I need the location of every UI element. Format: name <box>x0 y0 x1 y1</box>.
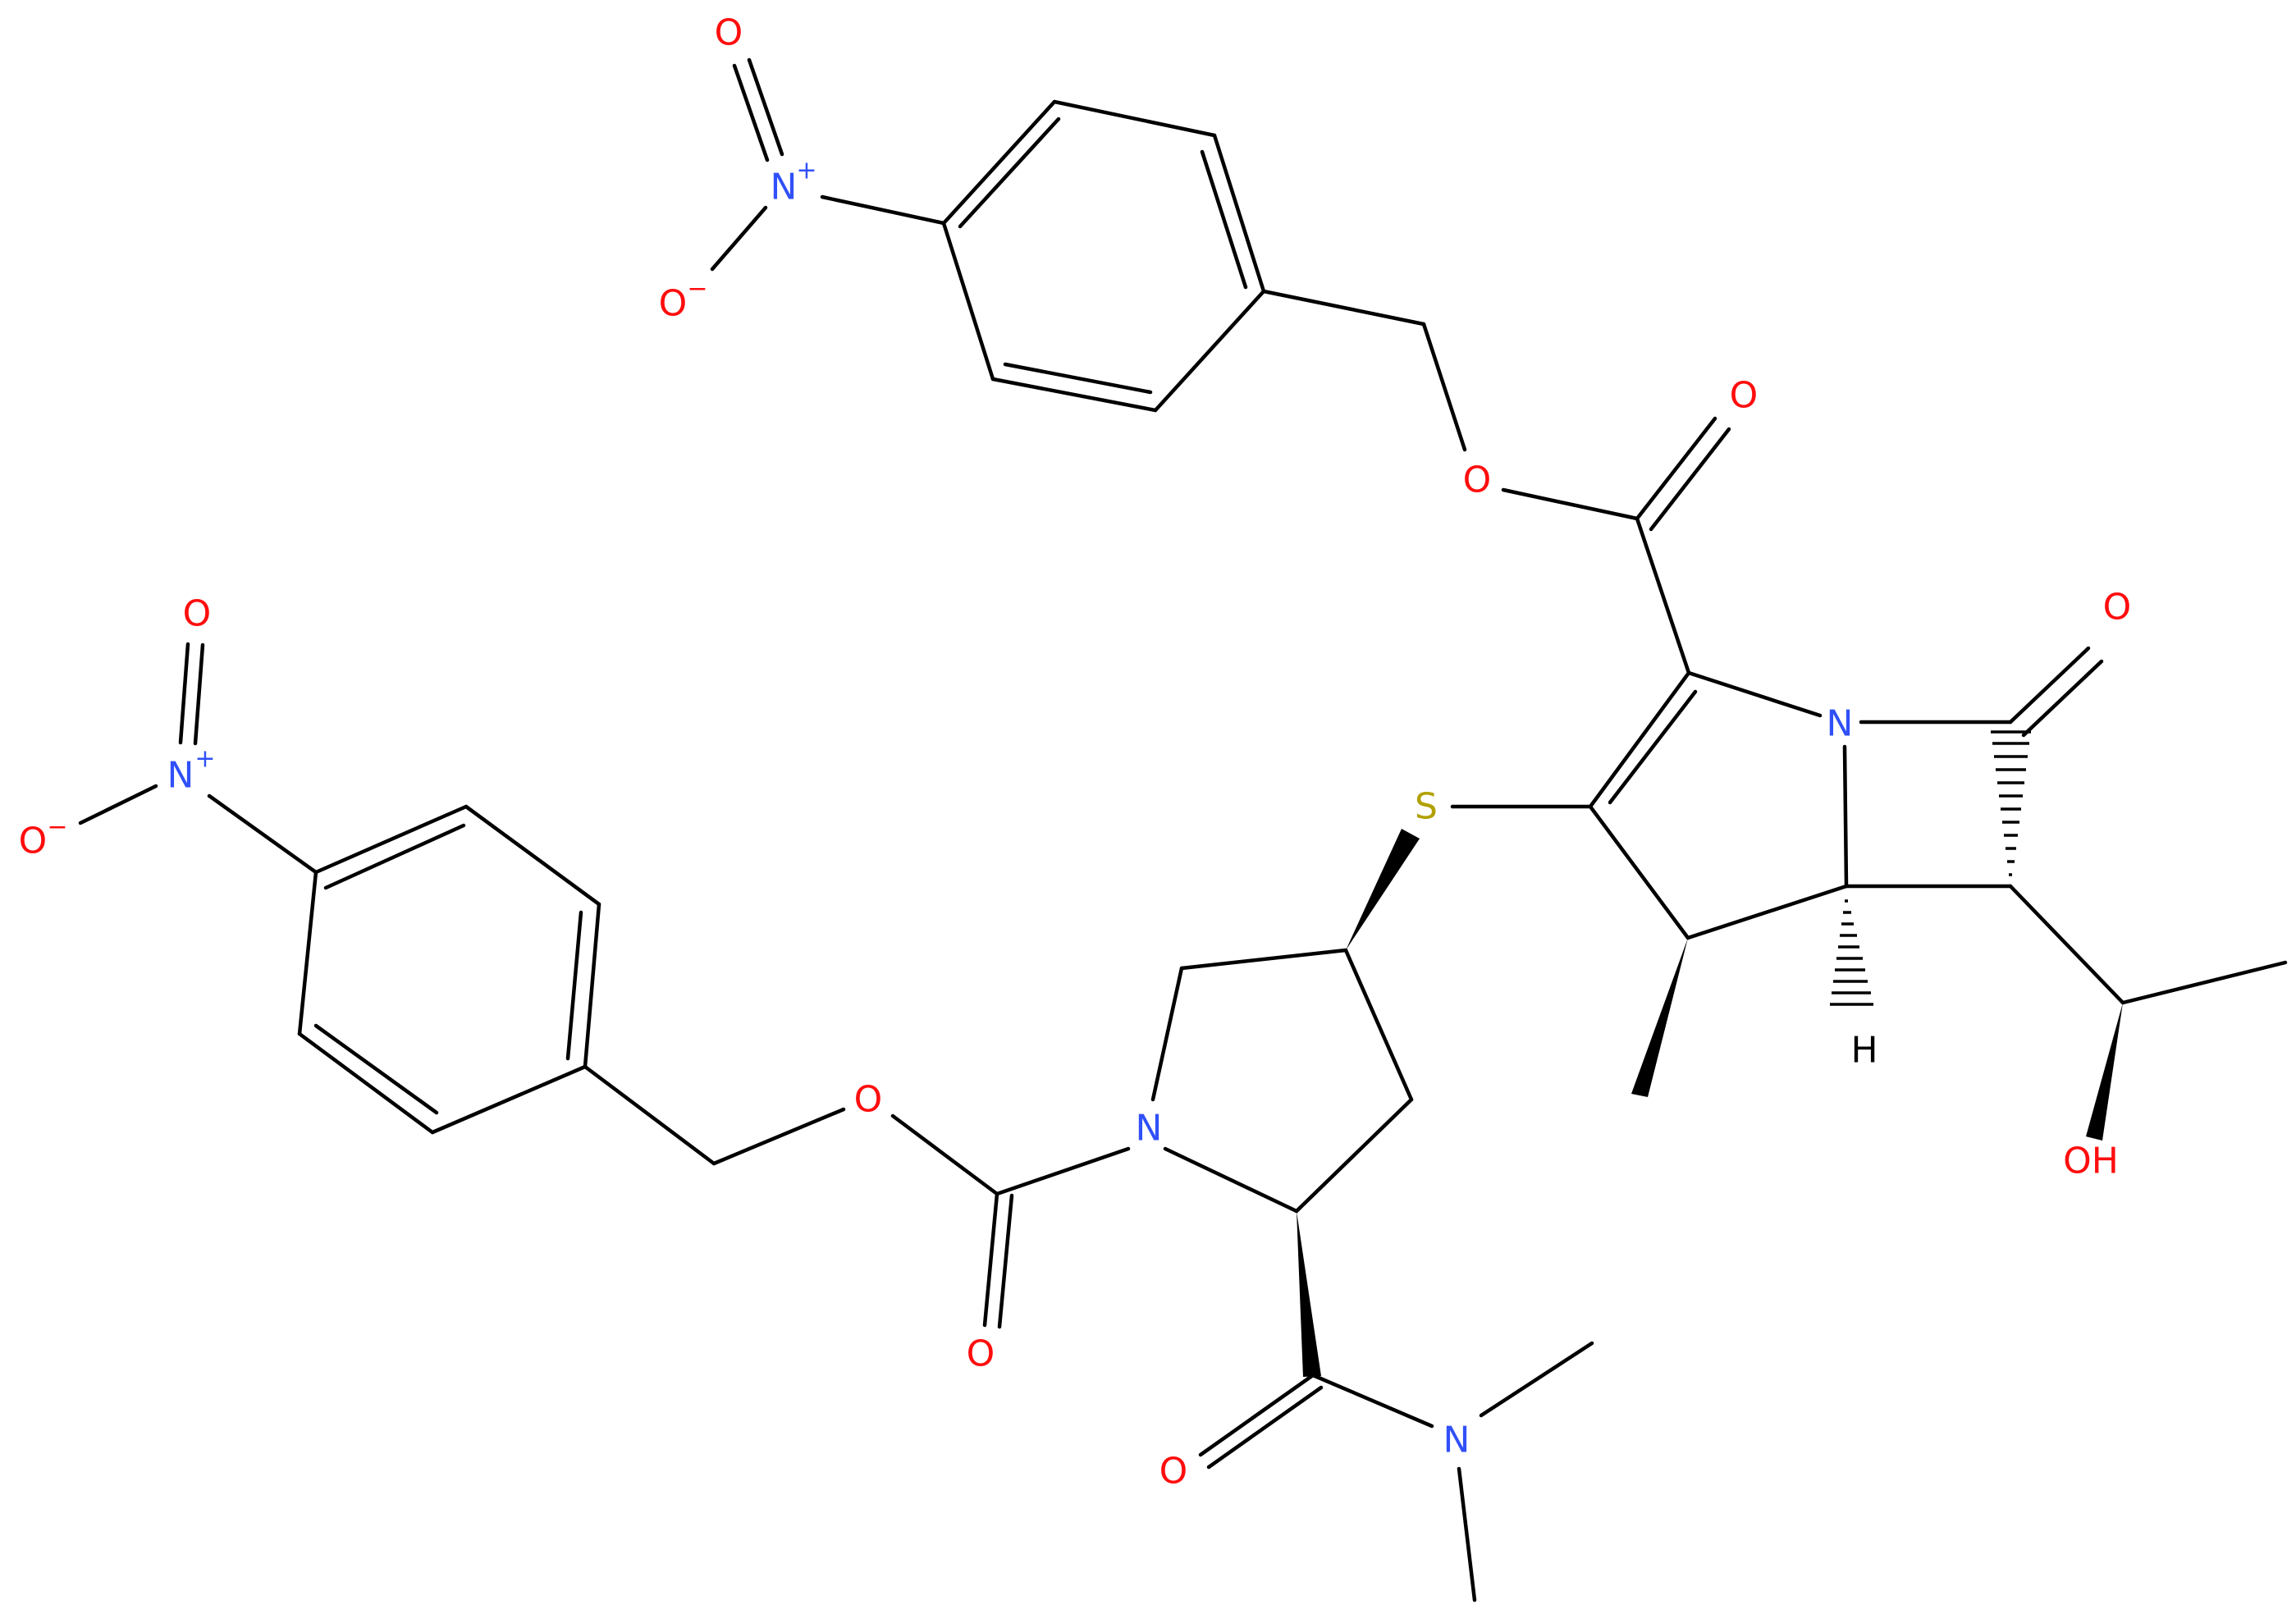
bond-ring1-a <box>941 99 1057 226</box>
bond-n-carbamate <box>995 1146 1131 1196</box>
atom-nitrogen-nitro-lower: N <box>167 755 194 797</box>
bond-ring1-d <box>1153 289 1266 413</box>
bond-ch2-upper-b <box>1421 322 1467 452</box>
atom-oxygen-carbamate: O <box>967 1333 995 1375</box>
atom-oxygen-carbonyl-upper: O <box>1730 375 1759 417</box>
bond-pyr-n-c5 <box>1163 1146 1299 1214</box>
atom-oxygen-amide: O <box>1159 1451 1188 1493</box>
bond-ring2-d-inner <box>323 823 466 890</box>
bond-carbamate-o-a <box>982 1191 999 1328</box>
bond-ring2-c <box>297 870 318 1036</box>
wedge-ethyl-oh <box>2086 1003 2123 1141</box>
bond-carbonyl-upper-a <box>1635 416 1717 521</box>
bond-c1-c3 <box>1588 804 1690 940</box>
bond-n-o-single <box>710 205 768 272</box>
atom-oxygen-ester-lower: O <box>854 1079 883 1121</box>
bond-c5-c1 <box>1685 884 1849 940</box>
bond-ring1-e-inner <box>1003 362 1153 395</box>
bond-lower-n-o-double-a <box>178 642 190 745</box>
bond-ring2-b-inner <box>313 1023 439 1115</box>
atom-sulfur-thioether: S <box>1415 786 1438 828</box>
bond-ch2-aryl-lower <box>583 1064 716 1166</box>
hash-wedge-c6-c7 <box>1991 730 2031 876</box>
bond-n4-c5 <box>1842 744 1849 889</box>
atom-charge-nitro-top-n: + <box>796 157 816 185</box>
bond-pyr-c4-c3 <box>1343 948 1414 1102</box>
bond-ring1-b <box>1052 99 1217 138</box>
bond-n-o-double-b <box>747 57 784 157</box>
bond-pyr-c2-n <box>1150 966 1184 1102</box>
bond-c2-n4 <box>1686 670 1823 718</box>
bond-ring1-c <box>1212 133 1266 294</box>
atom-label-layer: O N + O − O O O N S O N + O − H OH O N O… <box>19 12 2132 1493</box>
bond-amide-o-b <box>1206 1385 1324 1470</box>
stereo-wedge-layer <box>1297 730 2123 1377</box>
bond-amide-o-a <box>1198 1373 1315 1457</box>
atom-oxygen-lactam: O <box>2103 587 2132 629</box>
atom-nitrogen-nitro-top: N <box>771 167 798 208</box>
bond-ethyl-methyl <box>2120 960 2288 1005</box>
atom-oxygen-nitro-top: O <box>715 12 743 54</box>
atom-charge-nitro-lower-n: + <box>194 745 215 774</box>
bond-c7-o-a <box>2008 646 2091 725</box>
bond-ch2-upper-a <box>1261 289 1426 327</box>
bond-pyr-c5-c4 <box>1294 1097 1414 1214</box>
atom-nitrogen-amide: N <box>1443 1420 1470 1461</box>
atom-hydroxyl-group: OH <box>2063 1141 2119 1182</box>
wedge-c3-s <box>1346 829 1420 950</box>
bond-ester-o-c <box>1501 487 1640 521</box>
bond-n-aryl <box>820 194 946 226</box>
bond-ring1-c-inner <box>1200 149 1248 290</box>
bond-ester-o-ch2 <box>711 1107 846 1166</box>
atom-oxygen-nitro-top-minus: O <box>659 283 688 325</box>
bond-carbamate-o-b <box>997 1193 1014 1329</box>
atom-oxygen-ester-upper: O <box>1463 460 1492 501</box>
bond-ring2-f-inner <box>565 910 583 1061</box>
bond-ring1-e <box>990 377 1158 413</box>
atom-oxygen-nitro-lower-minus: O <box>19 821 48 862</box>
bond-amide-n-me2 <box>1457 1466 1477 1603</box>
bond-ring1-a-inner <box>958 117 1061 229</box>
atom-charge-nitro-top-o: − <box>687 275 707 304</box>
bond-ring2-n <box>207 793 318 875</box>
bond-amide-n-me1 <box>1479 1341 1594 1418</box>
atom-nitrogen-lactam: N <box>1827 703 1854 745</box>
bond-ester-c2 <box>1635 516 1691 675</box>
atom-oxygen-nitro-lower: O <box>183 593 212 635</box>
atom-charge-nitro-lower-o: − <box>47 813 67 842</box>
bond-layer <box>78 57 2288 1603</box>
hash-wedge-c5-h <box>1830 899 1873 1006</box>
wedge-c1-methyl <box>1631 938 1688 1097</box>
bond-lower-n-o-single <box>78 784 158 825</box>
bond-ring2-b <box>297 1031 435 1135</box>
bond-c7-o-b <box>2021 659 2104 738</box>
atom-hydrogen-bridgehead: H <box>1850 1030 1878 1072</box>
bond-lower-n-o-double-b <box>193 642 205 746</box>
bond-carbamate-ester <box>890 1113 999 1196</box>
bond-ring2-d <box>313 804 469 875</box>
wedge-c5-amide <box>1297 1211 1321 1377</box>
bond-carbonyl-upper-b <box>1649 427 1731 532</box>
bond-c3-c2 <box>1588 670 1691 809</box>
atom-nitrogen-pyrrolidine: N <box>1136 1108 1163 1150</box>
bond-ring1-f <box>941 221 995 382</box>
bond-amide-c-n <box>1310 1373 1434 1429</box>
bond-ring2-f <box>583 902 601 1069</box>
bond-ring2-e <box>464 804 601 907</box>
bond-pyr-c3-c2 <box>1179 948 1348 971</box>
bond-c3-c2-inner <box>1608 689 1698 805</box>
bond-ring2-a <box>430 1064 588 1135</box>
bond-c6-ethyl <box>2008 884 2125 1005</box>
bond-n-o-double-a <box>732 63 770 162</box>
